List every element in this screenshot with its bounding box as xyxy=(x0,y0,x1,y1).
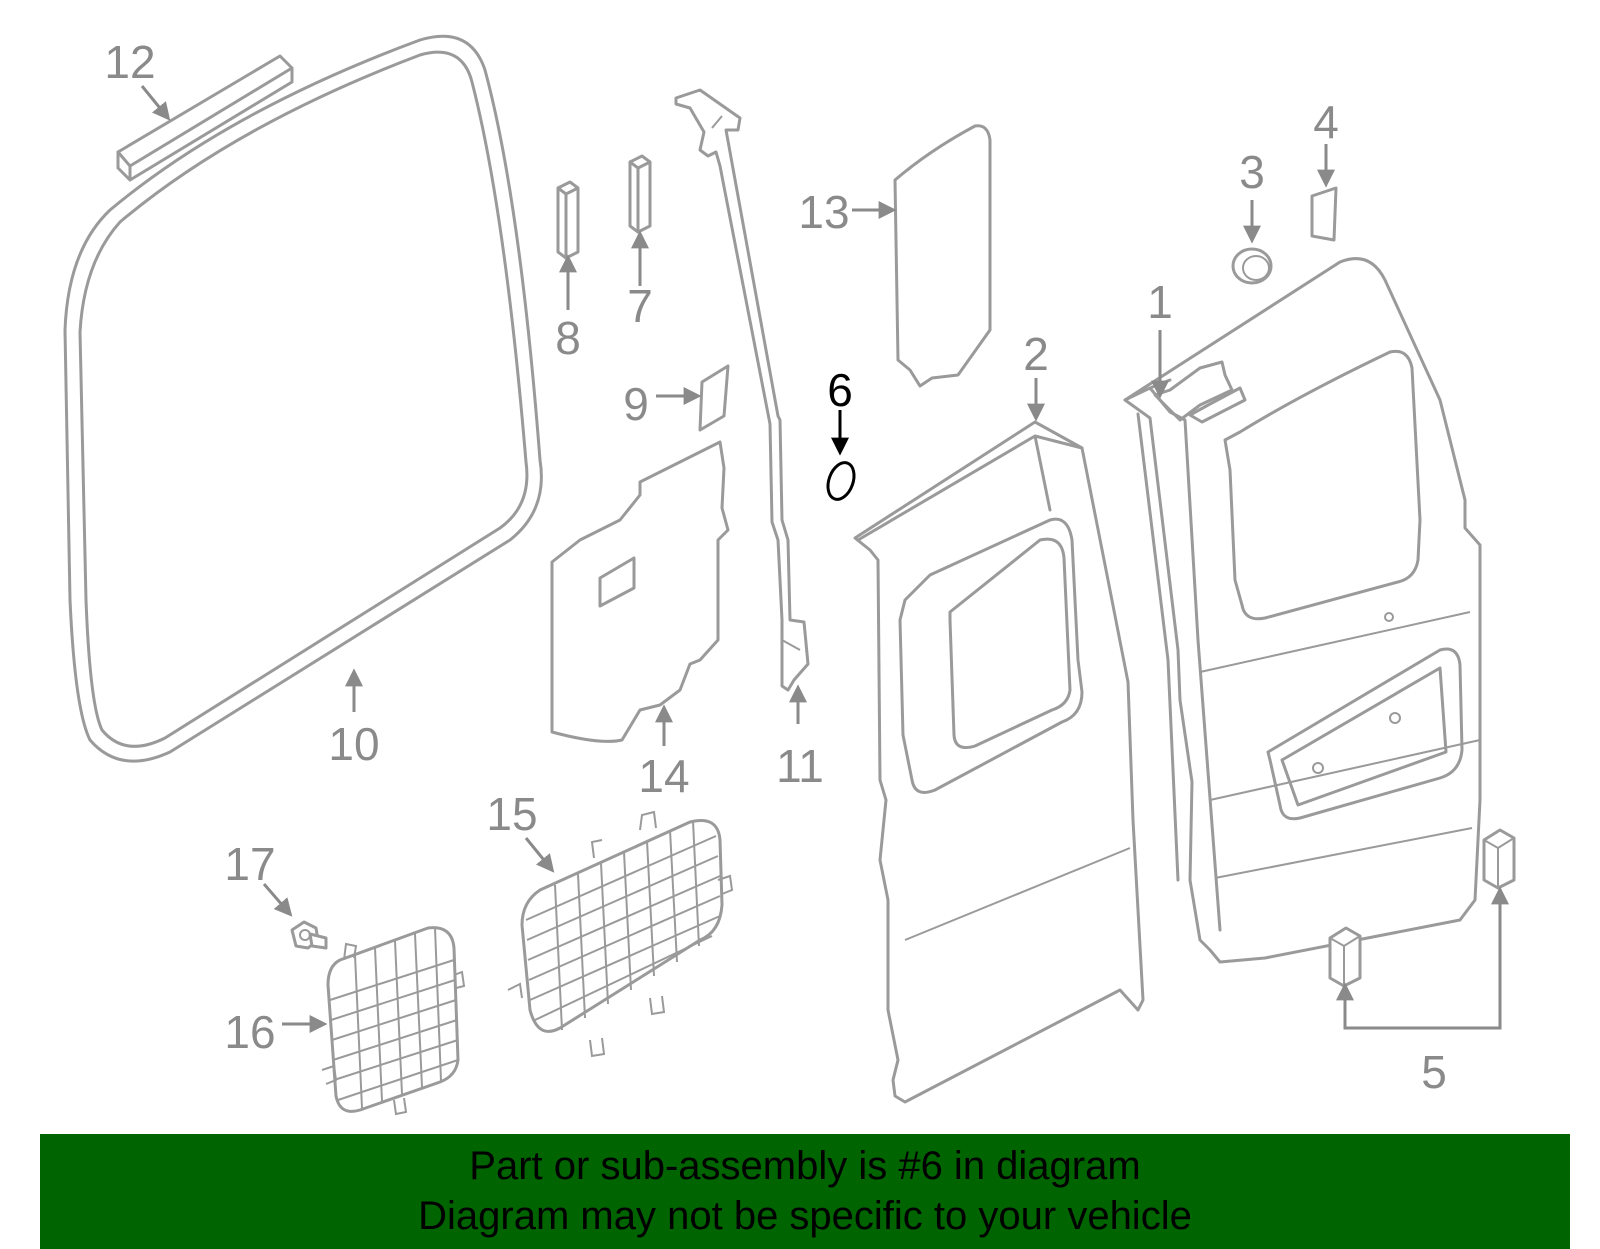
part-16-mesh-grille xyxy=(321,926,466,1116)
part-8-clip xyxy=(556,180,580,260)
callout-14: 14 xyxy=(638,750,689,802)
callout-6: 6 xyxy=(827,364,853,416)
part-4-pad xyxy=(1310,186,1338,242)
callout-4: 4 xyxy=(1313,96,1339,148)
part-11-rod xyxy=(674,88,810,692)
callout-11: 11 xyxy=(776,740,824,792)
part-2-left-door xyxy=(853,420,1145,1104)
part-15-mesh-grille xyxy=(507,810,734,1058)
callout-16: 16 xyxy=(224,1006,275,1058)
banner-part-note: Part or sub-assembly is #6 in diagram xyxy=(469,1144,1141,1188)
part-17-clip xyxy=(290,920,328,950)
part-12-trim-strip xyxy=(116,54,294,182)
callout-12: 12 xyxy=(104,36,155,88)
callout-10: 10 xyxy=(328,718,379,770)
callout-7: 7 xyxy=(627,280,653,332)
callout-2: 2 xyxy=(1023,328,1049,380)
banner-disclaimer: Diagram may not be specific to your vehi… xyxy=(418,1194,1192,1238)
callout-15: 15 xyxy=(486,788,537,840)
callout-9: 9 xyxy=(623,378,649,430)
info-banner: Part or sub-assembly is #6 in diagram Di… xyxy=(40,1134,1570,1249)
part-3-plug xyxy=(1231,247,1273,285)
part-10-weatherstrip xyxy=(63,34,543,763)
part-7-clip xyxy=(628,154,652,234)
part-6-grommet xyxy=(826,461,856,501)
callout-5: 5 xyxy=(1421,1046,1447,1098)
callout-labels: 1 2 3 4 5 6 7 8 9 10 11 12 13 14 15 16 1… xyxy=(104,36,1446,1098)
callout-17: 17 xyxy=(224,838,275,890)
part-5-bumpers xyxy=(1328,828,1516,988)
part-1-right-door xyxy=(1123,257,1482,964)
callout-8: 8 xyxy=(555,312,581,364)
part-9-pad xyxy=(698,364,730,432)
callout-13: 13 xyxy=(798,186,849,238)
leader-lines xyxy=(140,85,1509,1033)
callout-3: 3 xyxy=(1239,146,1265,198)
callout-1: 1 xyxy=(1147,276,1173,328)
part-14-trim-panel xyxy=(550,440,730,743)
part-13-glass xyxy=(893,124,992,388)
